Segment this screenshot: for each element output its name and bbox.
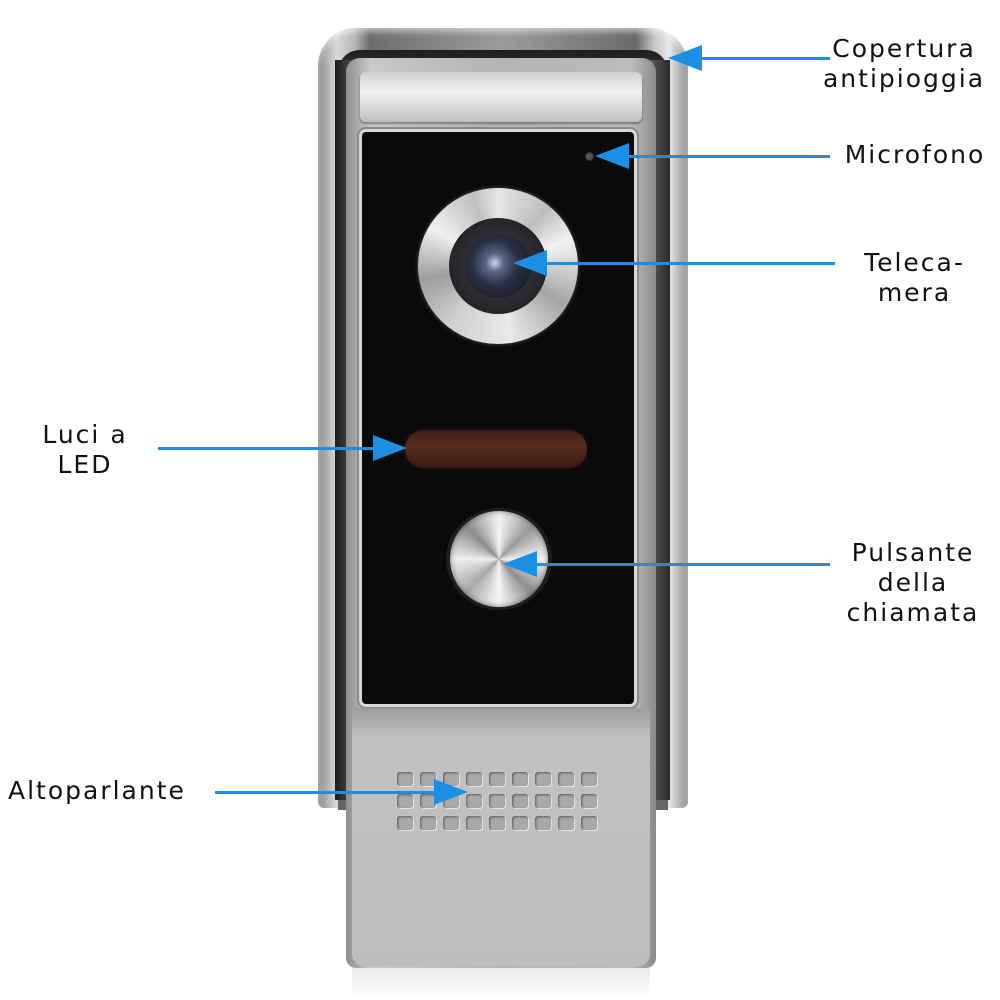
led-arrow-line [158,447,376,450]
label-led-line1: Luci a [42,420,128,449]
label-call-button-line3: chiamata [846,598,980,627]
led-strip-icon [405,430,587,468]
label-speaker: Altoparlante [8,776,216,806]
top-band [360,72,642,122]
microphone-arrow-line [625,155,830,158]
microphone-arrow-icon [595,143,629,169]
label-led-line2: LED [57,450,113,479]
label-microphone: Microfono [830,140,1000,170]
speaker-grille-icon [397,772,602,838]
label-rain-cover-line1: Copertura [832,34,976,63]
label-call-button-line1: Pulsante [851,538,975,567]
rain-cover-arrow-line [700,57,830,60]
speaker-arrow-line [215,791,437,794]
label-call-button: Pulsante della chiamata [828,538,998,628]
label-call-button-line2: della [877,568,949,597]
microphone-hole-icon [585,152,594,161]
label-camera: Teleca- mera [842,248,987,308]
camera-arrow-icon [513,250,547,276]
led-arrow-icon [373,435,407,461]
camera-arrow-line [545,262,835,265]
rain-cover-arrow-icon [668,45,702,71]
label-led-lights: Luci a LED [30,420,140,480]
floor-reflection [352,968,650,1000]
label-rain-cover: Copertura antipioggia [808,34,1000,94]
call-button-arrow-icon [503,551,537,577]
label-speaker-line1: Altoparlante [8,776,186,805]
label-microphone-line1: Microfono [844,140,986,169]
label-rain-cover-line2: antipioggia [822,64,986,93]
speaker-arrow-icon [434,779,468,805]
label-camera-line2: mera [877,278,952,307]
speaker-panel [352,708,650,966]
call-button-arrow-line [535,563,830,566]
label-camera-line1: Teleca- [864,248,965,277]
